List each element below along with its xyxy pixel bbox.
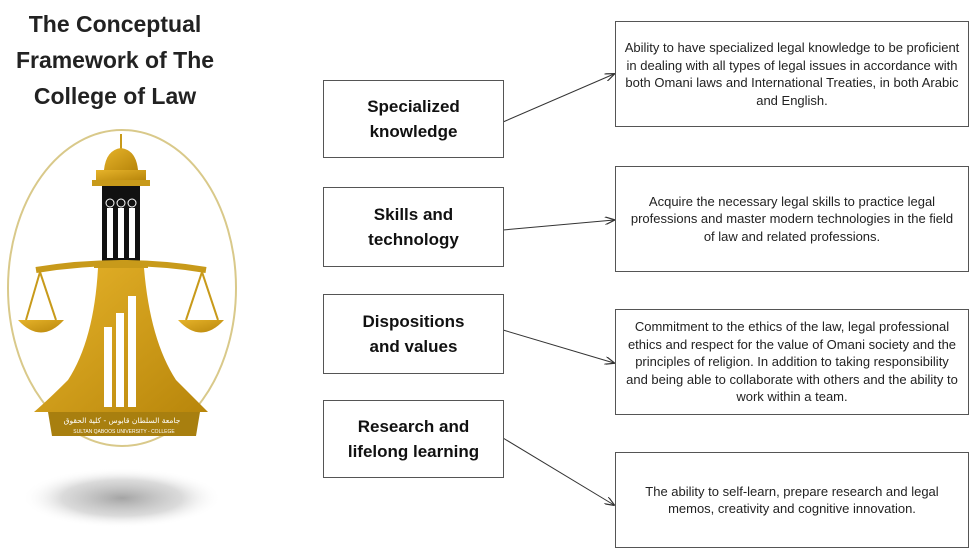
bar-3	[128, 296, 136, 407]
scale-beam	[35, 260, 207, 273]
scale-string-right-b	[201, 271, 219, 321]
scale-pan-right	[178, 320, 224, 333]
box-label: knowledge	[369, 122, 458, 141]
box-label: Specialized	[367, 97, 460, 116]
title-line-2: Framework of The	[15, 47, 215, 73]
description-text: Acquire the necessary legal skills to pr…	[630, 193, 954, 244]
diagram-title: The Conceptual Framework of The College …	[0, 6, 230, 114]
description-text: Commitment to the ethics of the law, leg…	[626, 319, 958, 405]
arrow-research	[502, 437, 614, 505]
description-specialized-knowledge: Ability to have specialized legal knowle…	[615, 21, 969, 127]
description-text: Ability to have specialized legal knowle…	[624, 40, 960, 108]
box-label: technology	[368, 230, 459, 249]
box-label: Dispositions	[362, 312, 465, 331]
box-research-learning: Research and lifelong learning	[323, 400, 504, 478]
bar-2	[116, 313, 124, 407]
logo-english-text: SULTAN QABOOS UNIVERSITY - COLLEGE	[73, 429, 175, 435]
tower-window-top-1	[105, 198, 115, 208]
tower-window-1	[107, 208, 113, 258]
arrow-skills	[502, 220, 614, 231]
description-text: The ability to self-learn, prepare resea…	[645, 483, 939, 517]
tower-window-2	[118, 208, 124, 258]
bar-1	[104, 327, 112, 407]
box-label: lifelong learning	[347, 442, 480, 461]
title-line-1: The Conceptual	[28, 11, 202, 37]
scale-string-left-b	[39, 271, 57, 321]
logo-shadow	[22, 468, 222, 528]
box-label: Research and	[357, 417, 470, 436]
college-logo: جامعة السلطان قابوس - كلية الحقوق SULTAN…	[0, 0, 260, 550]
tower-ledge	[92, 180, 150, 186]
box-specialized-knowledge: Specialized knowledge	[323, 80, 504, 158]
box-skills-technology: Skills and technology	[323, 187, 504, 267]
tower-band	[96, 170, 146, 180]
description-dispositions-values: Commitment to the ethics of the law, leg…	[615, 309, 969, 415]
logo-arabic-text: جامعة السلطان قابوس - كلية الحقوق	[64, 416, 181, 425]
scale-string-right-a	[185, 271, 203, 321]
arrow-knowledge	[502, 74, 614, 123]
scale-string-left-a	[25, 271, 41, 321]
arrow-dispositions	[502, 329, 614, 363]
logo-banner	[48, 412, 200, 436]
dome-icon	[104, 148, 138, 170]
tower-window-top-2	[116, 198, 126, 208]
description-research-learning: The ability to self-learn, prepare resea…	[615, 452, 969, 548]
tower-window-top-3	[127, 198, 137, 208]
title-line-3: College of Law	[33, 83, 197, 109]
college-emblem-graphic: جامعة السلطان قابوس - كلية الحقوق SULTAN…	[7, 129, 237, 528]
scale-pan-left	[18, 320, 64, 333]
box-dispositions-values: Dispositions and values	[323, 294, 504, 374]
box-label: and values	[369, 337, 458, 356]
description-skills-technology: Acquire the necessary legal skills to pr…	[615, 166, 969, 272]
tower-window-3	[129, 208, 135, 258]
box-label: Skills and	[373, 205, 454, 224]
